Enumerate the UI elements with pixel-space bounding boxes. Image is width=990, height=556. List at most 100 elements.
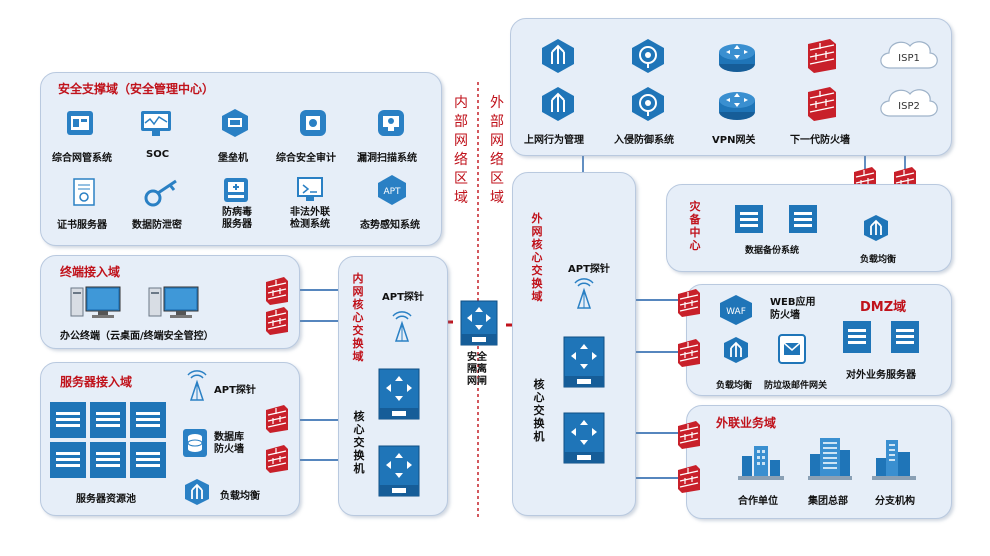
security-item-label: 综合网管系统 xyxy=(52,153,112,164)
backup-system-label: 数据备份系统 xyxy=(745,246,800,256)
outer-core-switch-label: 核心交换机 xyxy=(533,378,545,443)
database-firewall-icon xyxy=(182,428,208,458)
server-resource-pool-icon xyxy=(50,402,168,480)
apt-probe-icon xyxy=(390,311,414,343)
business-server-icon xyxy=(842,320,872,354)
branch-building-icon xyxy=(872,436,916,480)
firewall-icon xyxy=(676,288,702,318)
internet-behavior-label: 上网行为管理 xyxy=(524,135,584,146)
firewall-icon xyxy=(676,464,702,494)
firewall-icon xyxy=(676,420,702,450)
firewall-icon xyxy=(264,276,290,306)
anti-spam-gateway-icon xyxy=(778,334,806,364)
inner-network-area-label: 内部网络区域 xyxy=(454,95,468,206)
bastion-host-icon xyxy=(220,108,250,138)
soc-monitor-icon xyxy=(140,110,172,138)
desktop-terminal-icon xyxy=(70,285,126,319)
backup-server-icon xyxy=(788,204,818,234)
external-zone-title: 外联业务域 xyxy=(716,416,777,430)
security-item-label: 综合安全审计 xyxy=(276,153,336,164)
security-item-label: 证书服务器 xyxy=(57,220,107,231)
outer-apt-label: APT探针 xyxy=(568,264,610,275)
dmz-zone-title: DMZ域 xyxy=(860,300,907,315)
antivirus-server-icon xyxy=(222,176,250,204)
firewall-icon xyxy=(264,404,290,434)
external-item-label: 集团总部 xyxy=(808,496,848,507)
ips-label: 入侵防御系统 xyxy=(614,135,674,146)
internet-behavior-mgmt-icon xyxy=(540,86,576,122)
external-item-label: 合作单位 xyxy=(738,496,778,507)
database-firewall-label: 数据库 防火墙 xyxy=(214,432,244,455)
key-icon xyxy=(144,178,180,208)
headquarters-building-icon xyxy=(808,436,852,480)
security-item-label: SOC xyxy=(146,149,170,160)
security-item-label: 堡垒机 xyxy=(218,153,248,164)
external-servers-label: 对外业务服务器 xyxy=(846,370,916,381)
inner-core-switch-label: 核心交换机 xyxy=(353,410,365,475)
waf-label: WEB应用 防火墙 xyxy=(770,297,816,321)
core-switch-icon xyxy=(378,445,420,497)
ips-icon xyxy=(630,38,666,74)
dmz-load-balancer-label: 负载均衡 xyxy=(716,381,753,391)
load-balancer-icon xyxy=(722,336,750,364)
apt-probe-icon xyxy=(572,278,596,310)
internet-edge-zone xyxy=(510,18,952,156)
apt-icon-text: APT xyxy=(383,187,401,197)
security-item-label: 防病毒 服务器 xyxy=(222,207,252,230)
security-item-label: 非法外联 检测系统 xyxy=(290,207,330,230)
dr-zone-title: 灾备中心 xyxy=(689,200,701,252)
outer-network-area-label: 外部网络区域 xyxy=(490,95,504,206)
waf-icon: WAF xyxy=(718,294,754,326)
vpn-router-icon xyxy=(718,40,756,74)
business-server-icon xyxy=(890,320,920,354)
isp-cloud-icon: ISP2 xyxy=(876,84,942,120)
security-audit-icon xyxy=(298,108,328,138)
security-isolation-gateway-icon xyxy=(460,300,498,346)
ngfw-icon xyxy=(806,86,838,122)
security-item-label: 漏洞扫描系统 xyxy=(357,153,417,164)
apt-probe-label: APT探针 xyxy=(214,385,256,396)
server-pool-label: 服务器资源池 xyxy=(76,494,136,505)
server-zone-title: 服务器接入域 xyxy=(60,375,133,389)
internet-behavior-mgmt-icon xyxy=(540,38,576,74)
anti-spam-label: 防垃圾邮件网关 xyxy=(764,381,828,391)
apt-situation-awareness-icon: APT xyxy=(376,174,408,206)
core-switch-icon xyxy=(563,336,605,388)
security-item-label: 数据防泄密 xyxy=(132,220,182,231)
ips-icon xyxy=(630,86,666,122)
vulnerability-scan-icon xyxy=(376,108,406,138)
ngfw-icon xyxy=(806,38,838,74)
isp-cloud-icon: ISP1 xyxy=(876,36,942,72)
security-item-label: 态势感知系统 xyxy=(360,220,420,231)
vpn-label: VPN网关 xyxy=(712,135,756,146)
apt-probe-icon xyxy=(185,370,209,402)
terminal-zone-title: 终端接入域 xyxy=(60,265,121,279)
load-balancer-icon xyxy=(183,478,211,506)
security-gateway-label: 安全 隔离 网闸 xyxy=(467,352,487,387)
core-switch-icon xyxy=(378,368,420,420)
vpn-router-icon xyxy=(718,88,756,122)
network-management-icon xyxy=(66,110,94,136)
ngfw-label: 下一代防火墙 xyxy=(790,135,850,146)
isp-label: ISP1 xyxy=(898,53,920,64)
load-balancer-label: 负载均衡 xyxy=(220,491,260,502)
waf-icon-text: WAF xyxy=(726,307,746,317)
inner-apt-label: APT探针 xyxy=(382,292,424,303)
terminal-caption: 办公终端（云桌面/终端安全管控） xyxy=(60,331,214,342)
core-switch-icon xyxy=(563,412,605,464)
security-zone-title: 安全支撑域（安全管理中心） xyxy=(58,82,215,96)
certificate-server-icon xyxy=(73,178,95,208)
firewall-icon xyxy=(264,444,290,474)
firewall-icon xyxy=(264,306,290,336)
load-balancer-icon xyxy=(862,214,890,242)
external-item-label: 分支机构 xyxy=(875,496,915,507)
inner-core-title: 内网核心交换域 xyxy=(352,272,364,363)
isp-label: ISP2 xyxy=(898,101,920,112)
desktop-terminal-icon xyxy=(148,285,204,319)
outer-core-title: 外网核心交换域 xyxy=(531,212,543,303)
partner-building-icon xyxy=(738,440,784,480)
illegal-outreach-detect-icon xyxy=(296,176,324,204)
dr-load-balancer-label: 负载均衡 xyxy=(860,255,897,265)
backup-server-icon xyxy=(734,204,764,234)
firewall-icon xyxy=(676,338,702,368)
